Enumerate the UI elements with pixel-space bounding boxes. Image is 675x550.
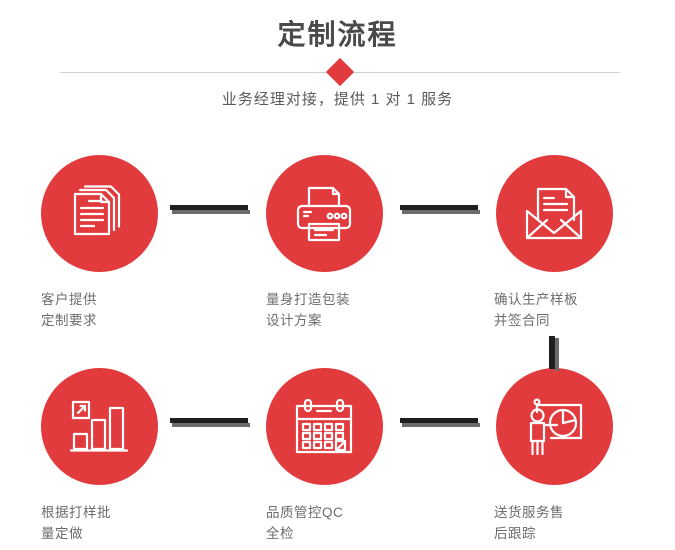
connector-row1-1: [170, 205, 250, 214]
connector-shadow: [555, 338, 559, 371]
step-4-label: 根据打样批 量定做: [41, 505, 111, 541]
connector-vertical: [549, 336, 559, 371]
step-5: 品质管控QC 全检: [244, 368, 404, 544]
connector-bar: [549, 336, 555, 369]
connector-shadow: [172, 423, 250, 427]
connector-shadow: [402, 210, 480, 214]
connector-row2-2: [400, 418, 480, 427]
step-2-circle: [265, 155, 383, 272]
step-6-label: 送货服务售 后跟踪: [494, 505, 564, 541]
step-1-label: 客户提供 定制要求: [41, 292, 97, 328]
diamond-icon: [325, 57, 355, 87]
step-1: 客户提供 定制要求: [19, 155, 179, 331]
step-6: 送货服务售 后跟踪: [474, 368, 634, 544]
connector-bar: [400, 205, 478, 210]
step-6-circle: [495, 368, 613, 485]
step-3: 确认生产样板 并签合同: [474, 155, 634, 331]
connector-shadow: [172, 210, 250, 214]
step-4: 根据打样批 量定做: [19, 368, 179, 544]
connector-shadow: [402, 423, 480, 427]
step-3-circle: [495, 155, 613, 272]
connector-row2-1: [170, 418, 250, 427]
step-3-label: 确认生产样板 并签合同: [494, 292, 578, 328]
step-1-circle: [40, 155, 158, 272]
process-steps: 客户提供 定制要求 量身打造包装 设计方案: [0, 150, 675, 550]
calendar-check-icon-wrap: [265, 368, 383, 485]
step-2-label: 量身打造包装 设计方案: [266, 292, 350, 328]
page-title: 定制流程: [277, 19, 398, 50]
step-2: 量身打造包装 设计方案: [244, 155, 404, 331]
connector-bar: [170, 205, 248, 210]
connector-bar: [170, 418, 248, 423]
step-5-label: 品质管控QC 全检: [266, 505, 344, 541]
step-4-circle: [40, 368, 158, 485]
connector-row1-2: [400, 205, 480, 214]
page-subtitle: 业务经理对接，提供 1 对 1 服务: [221, 91, 454, 108]
connector-bar: [400, 418, 478, 423]
